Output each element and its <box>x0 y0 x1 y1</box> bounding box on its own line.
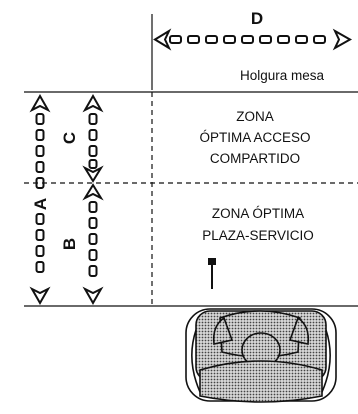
shared-zone-label-line3: COMPARTIDO <box>210 151 300 166</box>
dimension-arrow-b <box>82 183 104 306</box>
shared-zone-label-line2: ÓPTIMA ACCESO <box>199 130 310 145</box>
table-clearance-label: Holgura mesa <box>240 68 325 83</box>
dimension-arrow-d <box>153 28 353 51</box>
dimension-label-b: B <box>60 238 79 250</box>
service-zone-label-line1: ZONA ÓPTIMA <box>212 206 304 221</box>
shared-zone-label-line1: ZONA <box>236 109 274 124</box>
dimension-label-a: A <box>31 198 50 210</box>
dimension-arrow-a <box>29 93 51 306</box>
dimension-arrow-c <box>82 93 104 183</box>
dimension-label-d: D <box>251 9 263 28</box>
dimension-label-c: C <box>60 132 79 144</box>
seated-person-icon <box>185 308 337 403</box>
service-zone-label-line2: PLAZA-SERVICIO <box>202 228 314 243</box>
fork-icon <box>208 258 216 289</box>
